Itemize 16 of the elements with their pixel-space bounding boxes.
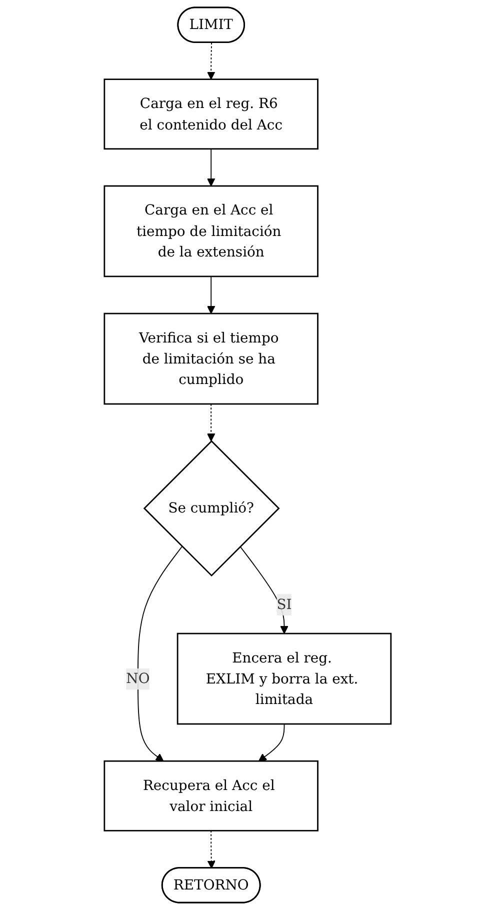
node-box: Carga en el Acc el tiempo de limitación de la extensión [104,185,318,278]
arrow [206,42,215,80]
node-box: Verifica si el tiempo de limitación se ha cumplido [104,312,318,405]
arrow [207,830,216,869]
arrow [137,546,182,762]
arrow [206,276,215,314]
arrow [240,546,288,634]
arrow [206,404,215,442]
arrow [206,148,215,186]
node-box: Recupera el Acc el valor inicial [104,760,318,832]
node-box: Carga en el reg. R6 el contenido del Acc [104,78,318,150]
node-diamond: Se cumplió? [143,440,280,577]
edge-label: SI [276,596,292,613]
arrow [258,724,285,762]
node-box: Encera el reg. EXLIM y borra la ext. limitada [176,632,392,725]
edge-label: NO [126,670,150,687]
